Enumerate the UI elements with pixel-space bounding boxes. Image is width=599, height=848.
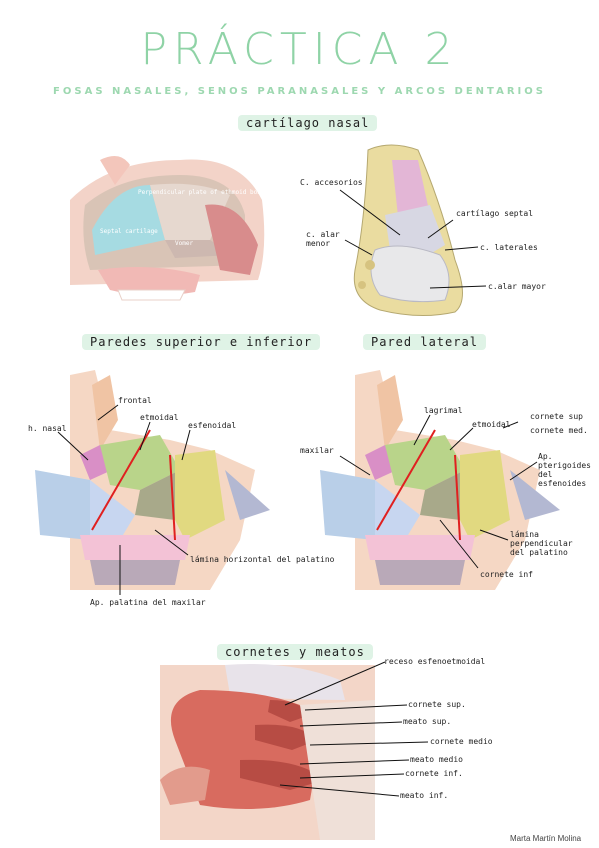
page-subtitle: FOSAS NASALES, SENOS PARANASALES Y ARCOS… <box>53 86 546 97</box>
leader-lines <box>57 189 538 797</box>
figure-cartilages <box>353 144 463 317</box>
label-h-nasal: h. nasal <box>28 424 67 433</box>
section-heading-lateral: Pared lateral <box>363 334 486 350</box>
label-cornete-medio: cornete medio <box>430 737 493 746</box>
label-cornete-inf: cornete inf <box>480 570 533 579</box>
label-c-alar-mayor: c.alar mayor <box>488 282 546 291</box>
figure-lateral-wall <box>320 370 560 590</box>
label-cornete-sup-5: cornete sup. <box>408 700 466 709</box>
label-ap-palatina: Ap. palatina del maxilar <box>90 598 206 607</box>
label-cartilago-septal: cartílago septal <box>456 209 534 218</box>
label-septal-cartilage: Septal cartilage <box>100 228 158 235</box>
label-c-accesorios: C. accesorios <box>300 178 363 187</box>
label-receso-esfenoetmoidal: receso esfenoetmoidal <box>384 657 486 666</box>
label-c-alar-menor: c. alar menor <box>306 230 340 248</box>
label-meato-inf: meato inf. <box>400 791 449 800</box>
page-title: PRÁCTICA 2 <box>140 24 459 75</box>
label-cornete-sup: cornete sup <box>530 412 583 421</box>
label-vomer: Vomer <box>175 240 194 247</box>
label-frontal: frontal <box>118 396 152 405</box>
label-etmoidal-lateral: etmoidal <box>472 420 511 429</box>
label-cornete-med: cornete med. <box>530 426 588 435</box>
section-heading-paredes: Paredes superior e inferior <box>82 334 321 350</box>
label-cornete-inf-5: cornete inf. <box>405 769 463 778</box>
section-heading-cornetes: cornetes y meatos <box>217 644 373 660</box>
label-etmoidal: etmoidal <box>140 413 179 422</box>
figure-walls <box>35 370 270 590</box>
label-maxilar: maxilar <box>300 446 334 455</box>
label-meato-sup: meato sup. <box>403 717 452 726</box>
label-c-laterales: c. laterales <box>480 243 538 252</box>
label-perpendicular-plate: Perpendicular plate of ethmoid bone <box>138 189 265 196</box>
author-signature: Marta Martín Molina <box>510 834 582 843</box>
label-esfenoidal: esfenoidal <box>188 421 237 430</box>
label-lamina-perpendicular: lámina perpendicular del palatino <box>510 530 573 557</box>
label-lagrimal: lagrimal <box>424 406 463 415</box>
section-heading-cartilago: cartílago nasal <box>238 115 378 131</box>
label-lamina-horizontal: lámina horizontal del palatino <box>190 555 335 564</box>
label-meato-medio: meato medio <box>410 755 463 764</box>
label-ap-pterigoides: Ap. pterigoides del esfenoides <box>538 452 591 488</box>
figure-conchae <box>160 664 375 840</box>
figure-septum <box>70 156 265 301</box>
